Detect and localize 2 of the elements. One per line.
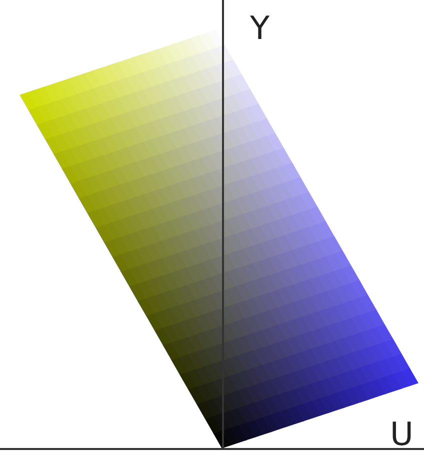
axis-label: U xyxy=(390,418,414,450)
axis-label: Y xyxy=(250,12,270,44)
